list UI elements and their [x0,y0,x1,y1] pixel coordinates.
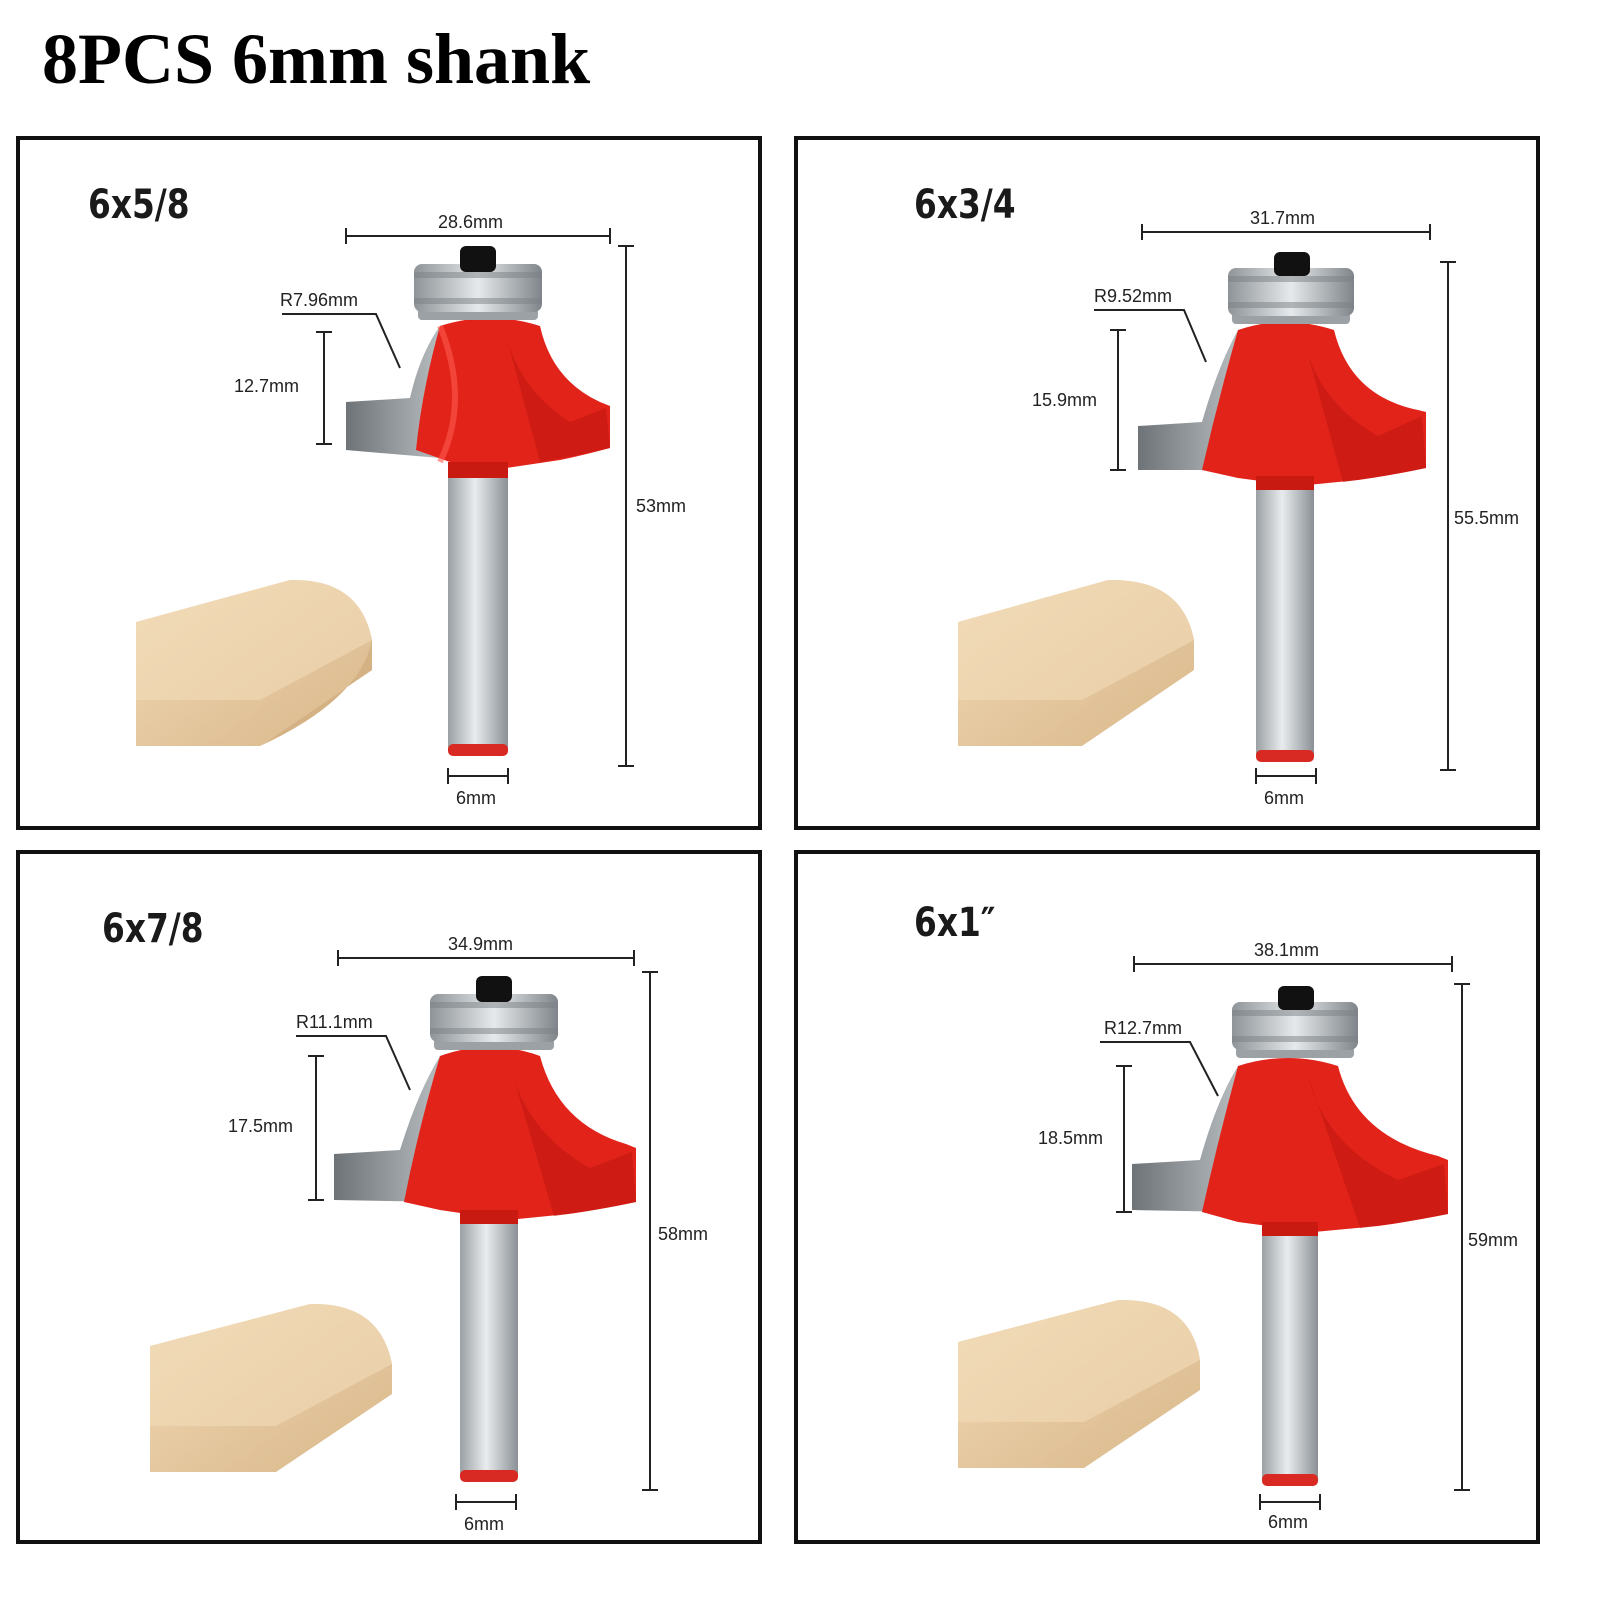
bearing-icon [414,246,542,320]
shank-icon [1256,486,1314,756]
wood-sample-icon [136,579,372,746]
shank-dimension: 6mm [464,1514,504,1534]
shank-icon [460,1214,518,1476]
cut-height-dimension: 15.9mm [1032,390,1098,410]
cut-height-dimension: 17.5mm [228,1116,294,1136]
width-dimension: 38.1mm [1254,940,1320,960]
length-dimension: 53mm [636,496,687,516]
size-label: 6x3/4 [914,182,1016,228]
panel-6x7-8: 6x7/8 34.9mm R11.1mm 17.5mm 58mm 6mm [16,850,762,1544]
cutter-icon [1132,1058,1448,1236]
length-dimension: 58mm [658,1224,709,1244]
dimension-lines [282,228,634,784]
width-dimension: 28.6mm [438,212,504,232]
cut-height-dimension: 18.5mm [1038,1128,1104,1148]
router-bit-illustration [958,956,1470,1510]
bearing-icon [430,976,558,1050]
length-dimension: 55.5mm [1454,508,1520,528]
shank-icon [1262,1234,1318,1480]
shank-icon [448,470,508,750]
dimension-lines [1100,956,1470,1510]
radius-dimension: R7.96mm [280,290,359,310]
wood-sample-icon [150,1303,392,1472]
size-label: 6x1″ [914,900,996,946]
size-label: 6x7/8 [102,906,204,952]
cutter-icon [346,318,610,478]
width-dimension: 34.9mm [448,934,514,954]
size-label: 6x5/8 [88,182,190,228]
panel-6x5-8: 6x5/8 28.6mm R7.96mm 12.7mm 53mm 6mm [16,136,762,830]
radius-dimension: R12.7mm [1104,1018,1183,1038]
shank-dimension: 6mm [1268,1512,1308,1532]
shank-dimension: 6mm [456,788,496,808]
wood-sample-icon [958,579,1194,746]
shank-dimension: 6mm [1264,788,1304,808]
cutter-icon [334,1047,636,1224]
panel-6x3-4: 6x3/4 31.7mm R9.52mm 15.9mm 55.5mm 6mm [794,136,1540,830]
router-bit-illustration [150,950,658,1510]
router-bit-illustration [958,224,1456,784]
bearing-icon [1228,252,1354,324]
cut-height-dimension: 12.7mm [234,376,300,396]
radius-dimension: R9.52mm [1094,286,1173,306]
panel-6x1-inch: 6x1″ 38.1mm R12.7mm 18.5mm 59mm 6mm [794,850,1540,1544]
dimension-lines [1094,224,1456,784]
wood-sample-icon [958,1299,1200,1468]
width-dimension: 31.7mm [1250,208,1316,228]
router-bit-illustration [136,228,634,784]
radius-dimension: R11.1mm [296,1012,373,1032]
dimension-lines [296,950,658,1510]
page-title: 8PCS 6mm shank [42,19,591,99]
cutter-icon [1138,322,1426,490]
length-dimension: 59mm [1468,1230,1519,1250]
bearing-icon [1232,986,1358,1058]
